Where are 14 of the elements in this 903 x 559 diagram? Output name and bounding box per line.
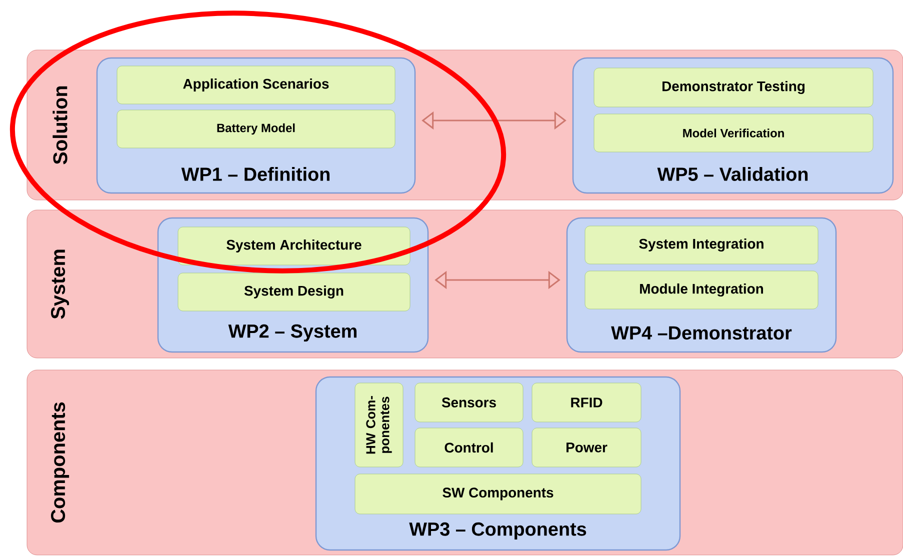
task-box: Battery Model	[116, 110, 396, 148]
task-box: RFID	[532, 382, 642, 422]
task-box: System Integration	[584, 226, 818, 264]
task-box: SW Components	[354, 474, 642, 514]
task-box: Demonstrator Testing	[594, 68, 874, 108]
task-box: System Architecture	[178, 226, 410, 266]
task-box: Application Scenarios	[116, 66, 396, 104]
task-box: Power	[532, 428, 642, 468]
task-box: Model Verification	[594, 114, 874, 152]
task-box: System Design	[178, 272, 410, 312]
task-box: Sensors	[414, 382, 524, 422]
task-box: HW Com- ponentes	[354, 382, 404, 468]
task-box: Control	[414, 428, 524, 468]
task-box: Module Integration	[584, 270, 818, 310]
